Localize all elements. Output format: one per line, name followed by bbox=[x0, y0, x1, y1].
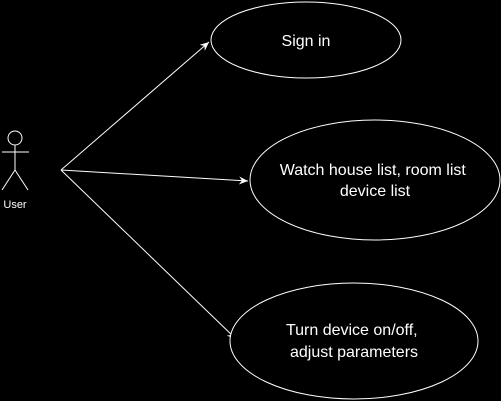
actor-label: User bbox=[3, 199, 27, 211]
use-case-label-line-1: Watch house list, room list bbox=[280, 162, 467, 179]
association-arrow-sign-in bbox=[60, 41, 210, 171]
svg-text:Turn device on/off, ad: Turn device on/off, adjust parameters bbox=[286, 322, 422, 361]
use-case-label-line-2: adjust parameters bbox=[290, 344, 418, 361]
actor-user: User bbox=[1, 130, 29, 211]
use-case-sign-in: Sign in bbox=[210, 1, 402, 79]
use-case-watch-lists: Watch house list, room list device list bbox=[249, 119, 501, 241]
use-case-turn-device: Turn device on/off, adjust parameters bbox=[229, 282, 479, 400]
association-arrow-turn-device bbox=[60, 169, 237, 340]
use-case-label-line-2: device list bbox=[340, 183, 411, 200]
associations bbox=[60, 41, 249, 340]
svg-text:Sign in: Sign in bbox=[282, 33, 331, 50]
stick-figure-icon bbox=[1, 130, 29, 191]
association-arrow-watch-lists bbox=[60, 169, 249, 185]
use-case-label-line-1: Turn device on/off, bbox=[286, 322, 418, 339]
use-case-label: Sign in bbox=[282, 33, 331, 50]
svg-text:Watch house list, room list: Watch house list, room list device list bbox=[280, 162, 471, 200]
